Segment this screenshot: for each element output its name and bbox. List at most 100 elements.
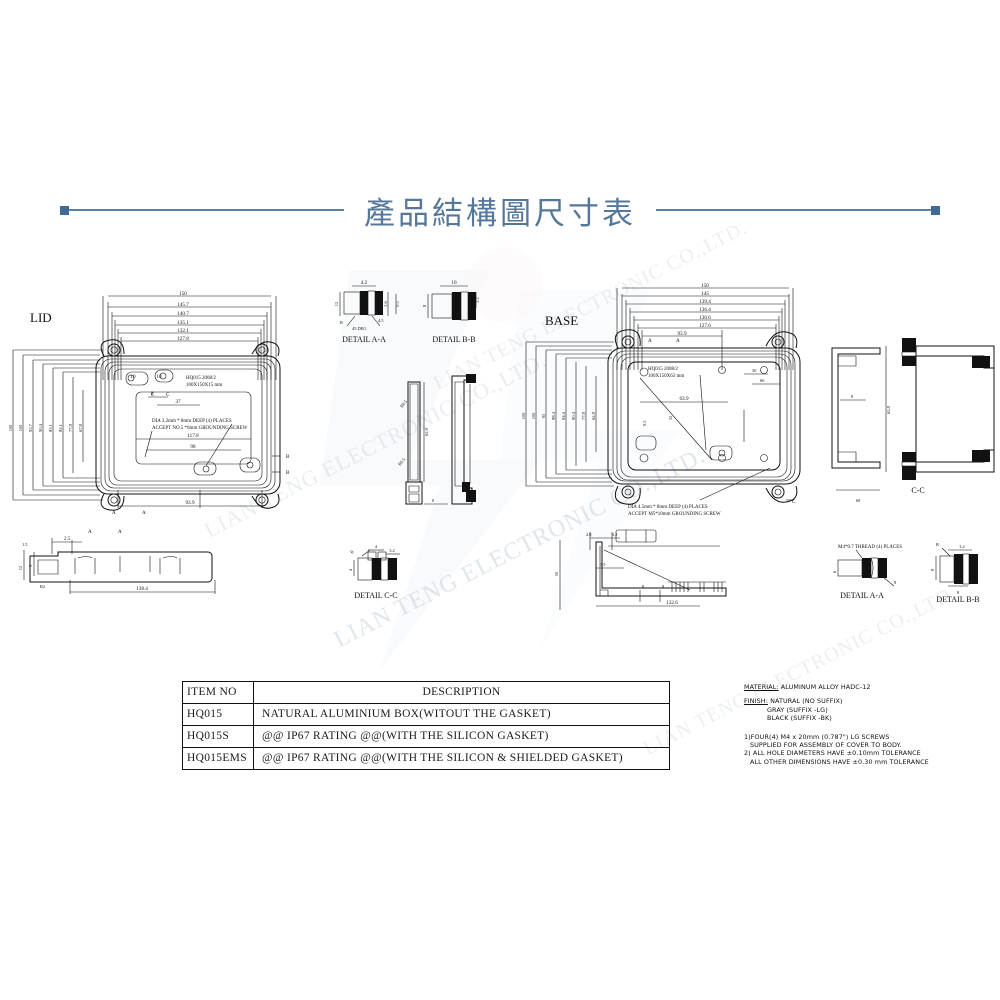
lid-dim-h0: 150 [179, 291, 187, 297]
row-desc-1: @@ IP67 RATING @@(WITH THE SILICON GASKE… [253, 725, 670, 748]
lid-dim-v2: 95.7 [28, 423, 33, 431]
title-rule-left [60, 203, 344, 217]
row-desc-0: NATURAL ALUMINIUM BOX(WITOUT THE GASKET) [253, 703, 670, 726]
mid-dim-3: 8 [432, 498, 435, 503]
lid-dim-v4: 85.1 [48, 424, 53, 432]
lid-body-outline [95, 339, 281, 511]
lid-section-mark-b1: B [286, 454, 290, 460]
title-rule-right [656, 203, 940, 217]
base-dim-h3: 136.4 [699, 307, 711, 313]
base-dim-v0: 100 [521, 412, 526, 419]
base-mount-lugs [614, 329, 798, 505]
detail-cc-label: DETAIL C-C [354, 591, 397, 600]
detail-aa2-dim0: 6 [832, 570, 837, 573]
base-sec-dim3: 8 [662, 584, 665, 589]
detail-bb-dim0: 10 [451, 280, 457, 286]
lid-hole-note-line2: ACCEPT NO.5 *6mm GROUNDING SCREW [152, 426, 248, 431]
material-note: MATERIAL: ALUMINUM ALLOY HADC-12 [744, 683, 984, 691]
base-body-outline [607, 329, 801, 505]
lid-stamp-line1: HQ015 2008/2 [186, 376, 216, 381]
detail-aa-label-top: DETAIL A-A [342, 335, 386, 344]
row-desc-2: @@ IP67 RATING @@(WITH THE SILICON & SHI… [253, 747, 670, 770]
base-vertical-dimensions [525, 341, 614, 487]
lid-section-mark-a2: A [142, 510, 146, 516]
base-sec-a2: A [676, 338, 680, 344]
base-dim-v5: 80.4 [571, 411, 576, 419]
page-title: 產品結構圖尺寸表 [364, 195, 636, 232]
detail-cc-dim2: 4 [348, 568, 353, 571]
row-item-0: HQ015 [182, 703, 254, 726]
finish-line-0: NATURAL (NO SUFFIX) [770, 697, 843, 706]
base-horizontal-dimensions [616, 287, 794, 370]
note-line-2: 2) ALL HOLE DIAMETERS HAVE ±0.10mm TOLER… [744, 749, 921, 758]
table-row: HQ015 NATURAL ALUMINIUM BOX(WITOUT THE G… [182, 703, 670, 726]
base-sec-c: C [792, 499, 796, 505]
row-item-2: HQ015EMS [182, 747, 254, 770]
base-dim-v6: 77.8 [581, 411, 586, 419]
lid-section-mark-b2: B [286, 470, 290, 476]
material-label: MATERIAL: [744, 683, 779, 691]
base-stamp-line2: 100X150X63 mm [648, 374, 684, 379]
lid-view: LID 150 145.7 140.7 135.1 132.1 12 [8, 291, 290, 516]
lid-sec-a2: A [118, 529, 122, 535]
note-line-0: 1)FOUR(4) M4 x 20mm (0.787") LG SCREWS [744, 732, 890, 741]
mid-dim-0: 62.8 [424, 427, 429, 435]
detail-aa-dim0: 4.2 [361, 280, 368, 286]
finish-label: FINISH: [744, 697, 768, 706]
base-dim-v2: 95 [541, 413, 546, 418]
note-line-3: ALL OTHER DIMENSIONS HAVE ±0.30 mm TOLER… [750, 757, 929, 766]
numbered-notes: 1)FOUR(4) M4 x 20mm (0.787") LG SCREWS S… [744, 733, 984, 767]
base-dim-v4: 84.4 [561, 411, 566, 419]
base-sec-dim0: 50 [554, 571, 559, 576]
base-dim-i1: 32 [668, 416, 673, 420]
lid-sec-dim4: 2.5 [64, 536, 71, 542]
col-header-item: ITEM NO [182, 681, 254, 704]
section-cc-label: C-C [911, 486, 924, 495]
lid-dim-v5: 82.1 [58, 424, 63, 432]
section-cc-right: 62.8 8 60 C-C [831, 338, 995, 503]
base-dim-v3: 88.4 [551, 411, 556, 419]
col-header-description: DESCRIPTION [253, 681, 670, 704]
mid-dim-1: R0.5 [399, 398, 409, 408]
finish-line-1: GRAY (SUFFIX -LG) [767, 705, 828, 714]
detail-aa-bottom: M4*0.7 THREAD (4) PLACES 6 8 DETAIL A-A [832, 545, 902, 600]
lid-dim-i0: 117.8 [187, 433, 199, 439]
lid-dim-v0: 100 [8, 424, 13, 431]
table-row: HQ015EMS @@ IP67 RATING @@(WITH THE SILI… [182, 747, 670, 770]
lid-dim-h1: 145.7 [177, 302, 189, 308]
base-dim-h4: 130.6 [699, 315, 711, 321]
spec-table-body: ITEM NO DESCRIPTION HQ015 NATURAL ALUMIN… [182, 681, 670, 770]
lid-sec-dim6: R2 [40, 584, 45, 589]
lid-sec-dim0: 1.5 [22, 542, 28, 547]
base-sec-a1: A [648, 338, 652, 344]
lid-horizontal-dimensions [102, 295, 277, 380]
detail-aa-top: 4.2 12 2.6 0.5 R 45 DEG 4.5 DETAIL A-A [334, 280, 400, 344]
base-sec-dim2: 8 [642, 584, 645, 589]
lid-hole-note-line1: DIA 3.2mm * 8mm DEEP (4) PLACES [152, 419, 232, 424]
rule-cap-right [931, 205, 940, 215]
lid-side-section: 1.5 12 3 2.5 138.4 R2 A A [18, 529, 216, 594]
specification-table: ITEM NO DESCRIPTION HQ015 NATURAL ALUMIN… [182, 681, 670, 770]
lid-dim-i6: 10 [156, 374, 162, 380]
technical-drawing-canvas: LID 150 145.7 140.7 135.1 132.1 12 [0, 250, 1000, 670]
detail-cc-dim1: 3.2 [389, 548, 395, 553]
detail-aa-dim1: 12 [334, 302, 339, 306]
lid-dim-v3: 90.4 [38, 423, 43, 431]
lid-vertical-dimensions [12, 349, 103, 501]
lid-dim-v1: 100 [18, 424, 23, 431]
rule-line-left [69, 209, 344, 211]
lid-sec-a1: A [88, 529, 92, 535]
base-dim-v7: 62.8 [591, 411, 596, 419]
detail-bb-top: 10 3.2 8 DETAIL B-B [422, 280, 480, 344]
finish-line-2: BLACK (SUFFIX -BK) [767, 714, 832, 723]
detail-aa-dim2: 2.6 [383, 300, 388, 306]
base-hole-note-line1: DIA 4.5mm * 8mm DEEP (4) PLACES [628, 505, 708, 510]
lid-dim-i5: 10 [130, 374, 136, 380]
base-inner-bosses [635, 366, 768, 463]
table-row: HQ015S @@ IP67 RATING @@(WITH THE SILICO… [182, 725, 670, 748]
base-dim-h0: 150 [701, 283, 709, 289]
base-label: BASE [545, 313, 578, 328]
base-sec-dim4: 132.6 [666, 600, 678, 606]
detail-bb-dim2: 8 [422, 304, 427, 307]
lid-section-mark-a1: A [112, 510, 116, 516]
